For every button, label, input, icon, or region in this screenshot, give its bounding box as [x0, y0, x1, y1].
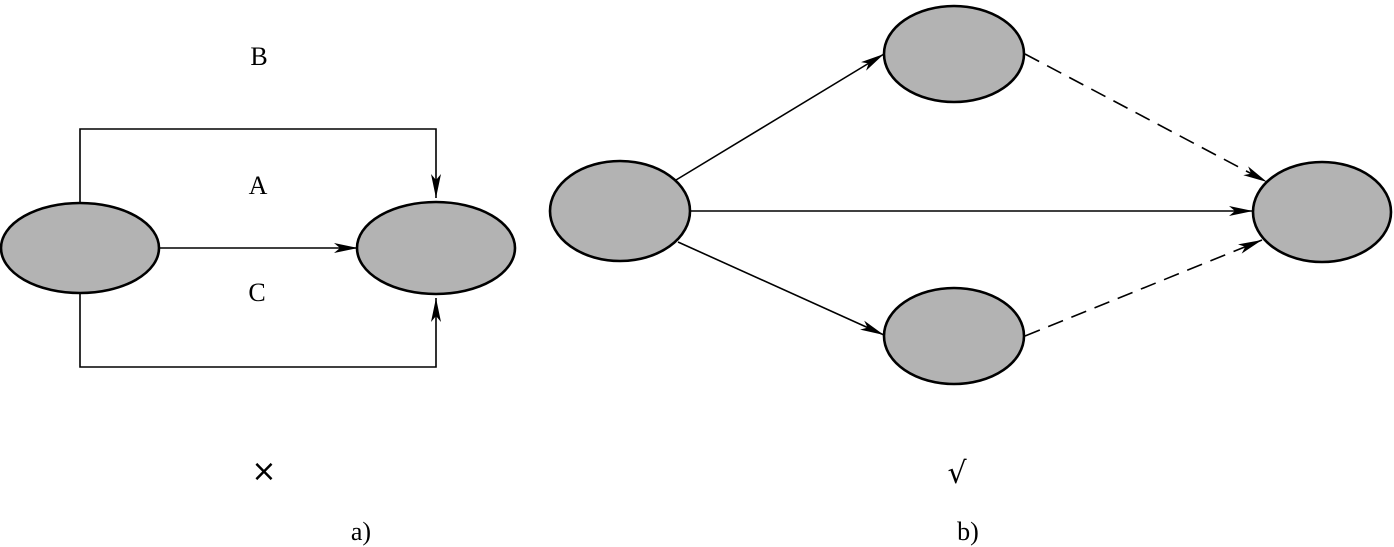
node-b-top: [882, 4, 1026, 104]
caption-a: a): [351, 517, 371, 546]
edge-label-b: B: [250, 42, 267, 71]
edge-b-top-route: [79, 128, 441, 203]
edge-c-bottom-route: [79, 294, 441, 368]
node-b-end: [1251, 160, 1393, 264]
incorrect-cross-mark: ×: [251, 454, 276, 489]
panel-b: √ b): [548, 4, 1393, 546]
node-a-start: [0, 201, 161, 295]
node-b-bottom: [882, 286, 1026, 386]
correct-check-mark: √: [947, 456, 967, 491]
edge-label-a: A: [249, 171, 268, 200]
edge-start-to-bottom: [677, 241, 885, 336]
edge-start-to-top: [675, 53, 885, 181]
caption-b: b): [957, 517, 979, 546]
edge-label-c: C: [248, 278, 265, 307]
dummy-edge-top-to-end: [1024, 53, 1268, 183]
node-a-end: [355, 200, 517, 296]
panel-a: B A C × a): [0, 42, 517, 546]
node-b-start: [548, 159, 692, 263]
dummy-edge-bottom-to-end: [1024, 239, 1263, 337]
